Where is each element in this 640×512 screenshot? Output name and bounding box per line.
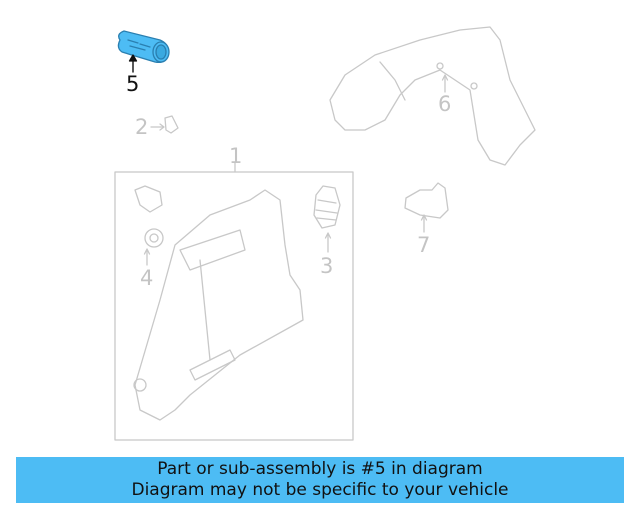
- part-5-clip-icon[interactable]: [117, 30, 170, 73]
- part-7-bracket-icon[interactable]: [404, 182, 449, 233]
- banner-line-2: Diagram may not be specific to your vehi…: [131, 480, 509, 500]
- part-6-pillar-trim-icon[interactable]: [329, 26, 536, 166]
- info-banner: Part or sub-assembly is #5 in diagram Di…: [16, 457, 624, 503]
- callout-4: 4: [140, 266, 154, 290]
- callout-6: 6: [438, 92, 452, 116]
- callout-5: 5: [126, 72, 140, 96]
- part-2-icon[interactable]: [150, 115, 179, 134]
- callout-1: 1: [229, 144, 243, 168]
- callout-2: 2: [135, 115, 149, 139]
- callout-7: 7: [417, 233, 431, 257]
- callout-3: 3: [320, 254, 334, 278]
- parts-diagram: 1 2 3 4 5 6 7: [114, 26, 536, 441]
- part-1-trim-panel-icon[interactable]: [114, 162, 354, 441]
- banner-line-1: Part or sub-assembly is #5 in diagram: [157, 459, 483, 479]
